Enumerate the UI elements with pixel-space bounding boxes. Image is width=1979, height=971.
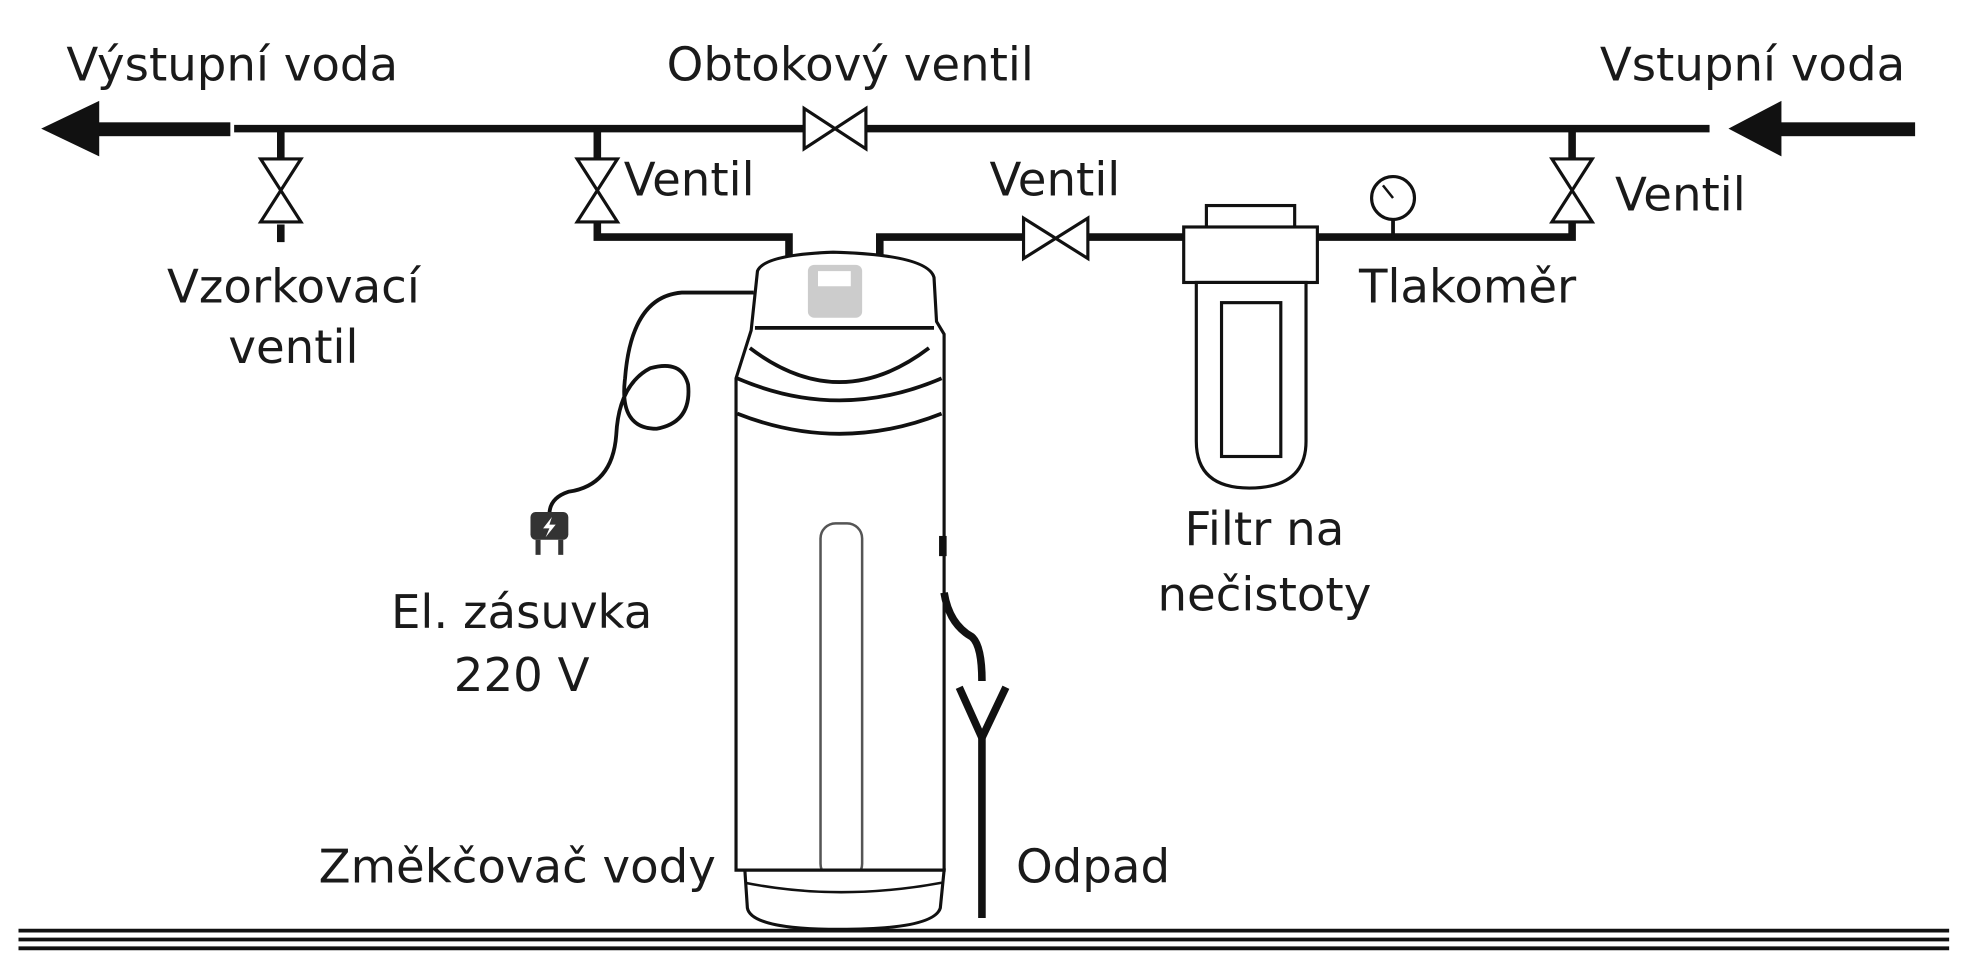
sampling-valve-label-line1: Vzorkovací — [167, 261, 422, 315]
filter-label-line1: Filtr na — [1185, 503, 1345, 557]
right-valve-icon — [1549, 128, 1596, 224]
bypass-valve-icon — [802, 105, 868, 152]
left-valve-icon — [574, 128, 621, 224]
socket-label-line2: 220 V — [454, 649, 590, 703]
outlet-pipe — [593, 221, 793, 259]
softener-label: Změkčovač vody — [319, 841, 716, 895]
power-cord — [547, 290, 754, 515]
drain — [939, 535, 1010, 919]
power-plug-icon — [530, 511, 569, 555]
pressure-gauge-icon — [1370, 174, 1417, 238]
socket-label-line1: El. zásuvka — [391, 586, 652, 640]
filter-label-line2: nečistoty — [1157, 568, 1371, 622]
middle-valve-label: Ventil — [990, 153, 1121, 207]
water-softener — [734, 250, 946, 931]
inlet-arrow-icon — [1728, 100, 1916, 157]
inlet-pipe — [876, 233, 1023, 259]
left-valve-label: Ventil — [624, 153, 755, 207]
sampling-valve-label-line2: ventil — [228, 321, 358, 375]
floor — [18, 928, 1950, 951]
inlet-water-label: Vstupní voda — [1600, 39, 1905, 93]
middle-valve-icon — [1021, 215, 1090, 262]
right-valve-label: Ventil — [1615, 169, 1746, 223]
outlet-arrow-icon — [41, 100, 231, 157]
sediment-filter — [1182, 203, 1319, 490]
drain-label: Odpad — [1016, 841, 1170, 895]
sampling-valve-icon — [257, 128, 304, 243]
bypass-valve-label: Obtokový ventil — [667, 39, 1034, 93]
outlet-water-label: Výstupní voda — [66, 39, 398, 93]
pressure-gauge-label: Tlakoměr — [1358, 261, 1577, 315]
